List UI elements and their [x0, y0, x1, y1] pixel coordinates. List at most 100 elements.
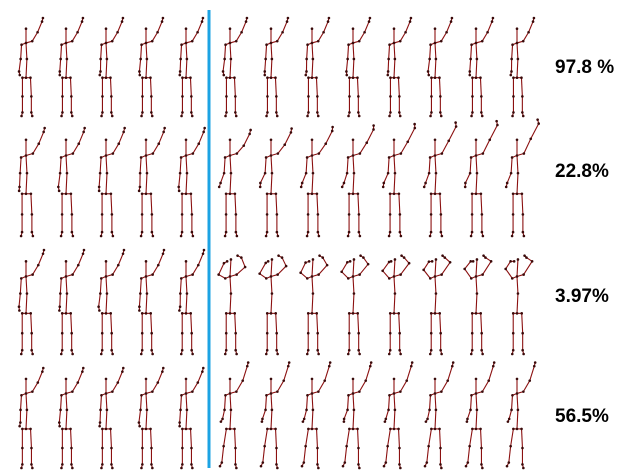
skeleton-joint [475, 42, 478, 45]
skeleton-bone [66, 276, 67, 293]
skeleton-joint [229, 138, 232, 141]
skeleton-bone [406, 22, 410, 33]
skeleton-joint [101, 447, 104, 450]
skeleton-joint [229, 378, 232, 381]
skeleton-joint [352, 76, 355, 79]
skeleton-joint [150, 95, 153, 98]
skeleton-bone [509, 446, 511, 462]
skeleton-row3-frame6 [217, 254, 246, 355]
skeleton-joint [311, 378, 314, 381]
skeleton-joint [353, 409, 356, 412]
skeleton-row3-frame5 [178, 249, 205, 356]
skeleton-joint [249, 129, 252, 132]
skeleton-bone [529, 22, 533, 33]
skeleton-bone [307, 395, 308, 410]
skeleton-joint [522, 353, 525, 356]
skeleton-joint [265, 235, 268, 238]
skeleton-joint [225, 312, 228, 315]
skeleton-joint [264, 409, 267, 412]
skeleton-joint [481, 273, 484, 276]
skeleton-joint [179, 172, 182, 175]
skeleton-bone [506, 269, 513, 278]
skeleton-joint [304, 74, 307, 77]
skeleton-bone [72, 32, 77, 41]
skeleton-joint [516, 312, 519, 315]
skeleton-joint [19, 172, 22, 175]
skeleton-bone [530, 366, 535, 381]
skeleton-joint [399, 213, 402, 216]
skeleton-bone [112, 32, 117, 41]
skeleton-joint [346, 58, 349, 61]
skeleton-joint [311, 27, 314, 30]
skeleton-bone [394, 155, 395, 173]
skeleton-joint [179, 70, 182, 73]
skeleton-joint [369, 365, 372, 368]
skeleton-joint [451, 365, 454, 368]
skeleton-joint [287, 17, 290, 20]
skeleton-joint [30, 349, 33, 352]
skeleton-joint [162, 252, 165, 255]
skeleton-joint [61, 76, 64, 79]
skeleton-joint [235, 467, 238, 470]
skeleton-bone [429, 157, 430, 173]
skeleton-joint [393, 42, 396, 45]
skeleton-joint [65, 312, 68, 315]
skeleton-joint [522, 213, 525, 216]
skeleton-joint [306, 353, 309, 356]
skeleton-bone [306, 429, 309, 446]
skeleton-joint [521, 332, 524, 335]
skeleton-joint [311, 275, 314, 278]
skeleton-joint [521, 192, 524, 195]
skeleton-joint [179, 58, 182, 61]
skeleton-joint [138, 309, 141, 312]
skeleton-joint [21, 192, 24, 195]
skeleton-joint [202, 17, 205, 20]
skeleton-joint [479, 76, 482, 79]
skeleton-joint [357, 349, 360, 352]
skeleton-joint [145, 260, 148, 263]
skeleton-joint [328, 365, 331, 368]
skeleton-joint [178, 309, 181, 312]
skeleton-bone [358, 313, 359, 333]
skeleton-joint [394, 409, 397, 412]
skeleton-joint [397, 312, 400, 315]
skeleton-joint [202, 367, 205, 370]
skeleton-joint [236, 235, 239, 238]
skeleton-joint [288, 361, 291, 364]
skeleton-joint [311, 192, 314, 195]
skeleton-joint [529, 138, 532, 141]
skeleton-joint [439, 332, 442, 335]
skeleton-row3-frame3 [97, 249, 125, 356]
skeleton-bone [237, 146, 244, 154]
skeleton-joint [434, 154, 437, 157]
skeleton-bone [266, 395, 267, 410]
skeleton-joint [475, 392, 478, 395]
skeleton-bone [73, 265, 79, 274]
skeleton-joint [496, 124, 499, 127]
skeleton-joint [190, 447, 193, 450]
skeleton-joint [470, 43, 473, 46]
skeleton-joint [512, 312, 515, 315]
skeleton-joint [21, 213, 24, 216]
skeleton-bone [230, 59, 231, 78]
skeleton-joint [440, 115, 443, 118]
row-4-percentage: 56.5% [555, 406, 630, 428]
skeleton-joint [117, 264, 120, 267]
skeleton-joint [26, 172, 29, 175]
skeleton-joint [106, 172, 109, 175]
skeleton-joint [481, 40, 484, 43]
skeleton-joint [105, 260, 108, 263]
skeleton-joint [463, 268, 466, 271]
skeleton-joint [270, 27, 273, 30]
skeleton-joint [427, 70, 430, 73]
skeleton-joint [471, 428, 474, 431]
skeleton-joint [109, 428, 112, 431]
skeleton-joint [266, 231, 269, 234]
skeleton-joint [440, 273, 443, 276]
skeleton-joint [21, 231, 24, 234]
skeleton-row1-frame7 [263, 17, 289, 118]
skeleton-joint [181, 213, 184, 216]
skeleton-joint [266, 332, 269, 335]
skeleton-joint [446, 379, 449, 382]
skeleton-joint [110, 192, 113, 195]
